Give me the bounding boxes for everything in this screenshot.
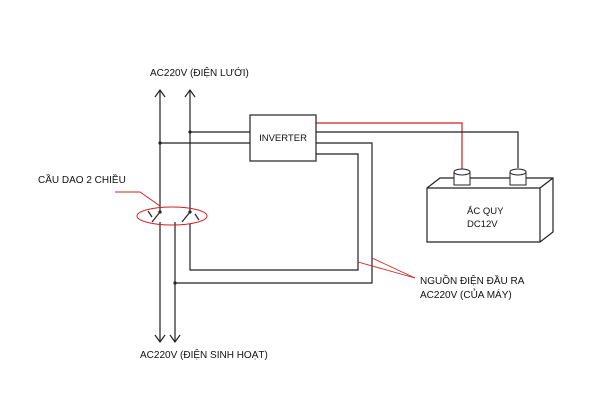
battery-positive-terminal [453,168,471,186]
inverter-output-wires [173,142,373,285]
inverter-input-wires [158,130,250,145]
battery: ẮC QUY DC12V [426,168,554,243]
switch-highlight-ellipse [136,206,208,226]
negative-wire [316,131,519,168]
battery-label-line2: DC12V [467,219,498,230]
household-output-wires [154,222,181,344]
household-output-label: AC220V (ĐIỆN SINH HOẠT) [140,348,268,361]
grid-input-label: AC220V (ĐIỆN LƯỚI) [150,66,249,79]
battery-label-line1: ẮC QUY [467,206,504,217]
inverter-box: INVERTER [249,114,317,162]
output-leader-inner [357,261,416,279]
switch-leader [115,191,161,207]
battery-negative-terminal [509,168,527,186]
two-way-switch [136,206,208,226]
inverter-label: INVERTER [259,133,307,144]
switch-label: CẦU DAO 2 CHIỀU [38,173,126,186]
battery-wires [316,122,519,170]
leader-lines [115,191,416,279]
output-leader-outer [371,257,416,279]
output-label-line1: NGUỒN ĐIỆN ĐẦU RA [420,274,525,287]
output-label-line2: AC220V (CỦA MÁY) [420,288,512,301]
grid-input-wires [154,88,196,212]
positive-wire [316,122,463,170]
